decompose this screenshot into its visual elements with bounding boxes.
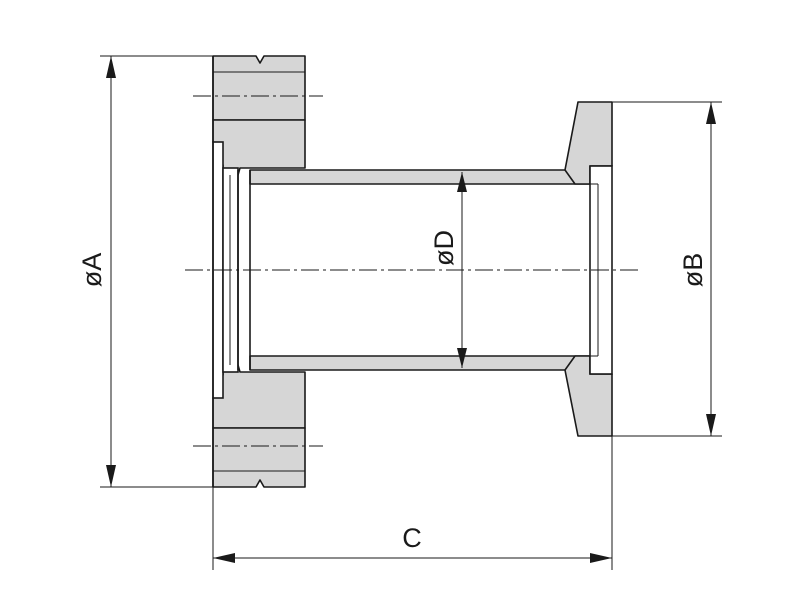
dim-d-label: øD bbox=[429, 230, 459, 266]
arrowhead bbox=[213, 553, 235, 563]
arrowhead bbox=[706, 102, 716, 124]
arrowhead bbox=[457, 172, 467, 192]
arrowhead bbox=[106, 465, 116, 487]
left-flange bbox=[212, 55, 306, 488]
arrowhead bbox=[590, 553, 612, 563]
dimension-a: øA bbox=[77, 55, 213, 488]
dim-b-label: øB bbox=[678, 253, 708, 288]
dimension-c: C bbox=[212, 436, 613, 570]
arrowhead bbox=[457, 348, 467, 368]
tube-lower-wall bbox=[249, 355, 598, 371]
tube-upper-wall bbox=[249, 169, 598, 185]
left-flange-lower-hub bbox=[212, 364, 306, 429]
arrowhead bbox=[706, 414, 716, 436]
arrowhead bbox=[106, 56, 116, 78]
dim-c-label: C bbox=[402, 523, 422, 553]
dimension-b: øB bbox=[612, 101, 722, 437]
left-flange-upper-bolt-section bbox=[212, 55, 306, 121]
left-flange-lower-bolt-section bbox=[212, 427, 306, 488]
left-flange-upper-hub bbox=[212, 119, 306, 176]
dimension-d: øD bbox=[429, 172, 467, 368]
right-flange bbox=[564, 101, 613, 437]
dim-a-label: øA bbox=[77, 253, 107, 288]
